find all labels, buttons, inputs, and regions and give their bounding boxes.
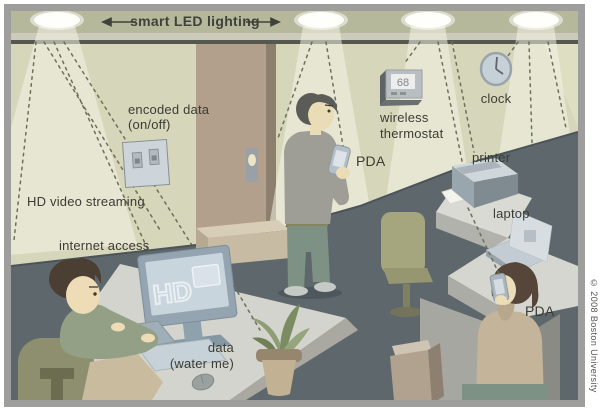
room-scene: 68 HD: [11, 11, 578, 400]
banner-title: smart LED lighting: [130, 13, 260, 29]
keyboard-tray: [137, 338, 227, 372]
left-arrow-icon: [101, 17, 112, 27]
data-stream-lines: [233, 207, 501, 331]
seated-woman: [462, 262, 548, 400]
hd-streaming-label: HD video streaming: [27, 194, 145, 209]
laptop-label: laptop: [493, 206, 530, 221]
clock-label: clock: [480, 91, 512, 106]
led-ceiling-lights: [30, 11, 563, 30]
ceiling-wall-line: [11, 40, 578, 44]
led-light-icon: [513, 12, 559, 28]
wireless-thermostat: 68: [380, 69, 423, 106]
side-chair: [381, 212, 433, 317]
internet-access-label: internet access: [59, 238, 150, 253]
clock-icon: [479, 51, 513, 87]
printer-label: printer: [472, 150, 511, 165]
seated-man: [18, 258, 163, 400]
pda-label-standing: PDA: [356, 153, 386, 169]
monitor-hd-logo: HD: [151, 276, 193, 311]
mouse-icon: [191, 373, 215, 391]
potted-plant: [250, 304, 310, 396]
plant-label: data (water me): [169, 340, 234, 371]
cardboard-box: [390, 340, 444, 400]
thermostat-label: wireless thermostat: [380, 110, 444, 141]
monitor-window: [191, 263, 221, 288]
desktop-monitor: HD: [137, 244, 238, 355]
led-light-icon: [298, 12, 344, 28]
door-knob-icon: [248, 154, 256, 166]
pda-label-seated: PDA: [525, 303, 555, 319]
switch-label: encoded data (on/off): [128, 102, 210, 132]
led-light-icon: [405, 12, 451, 28]
standing-man: [278, 93, 351, 299]
copyright-notice: © 2008 Boston University: [589, 278, 599, 393]
door: [196, 44, 276, 258]
ceiling: [11, 11, 578, 33]
led-light-icon: [34, 12, 80, 28]
banner-arrows: [101, 17, 281, 27]
right-arrow-icon: [270, 17, 281, 27]
thermostat-display: [391, 74, 415, 89]
light-switch: [121, 138, 171, 189]
printer-device: [441, 158, 518, 208]
thermostat-reading: 68: [397, 77, 409, 89]
